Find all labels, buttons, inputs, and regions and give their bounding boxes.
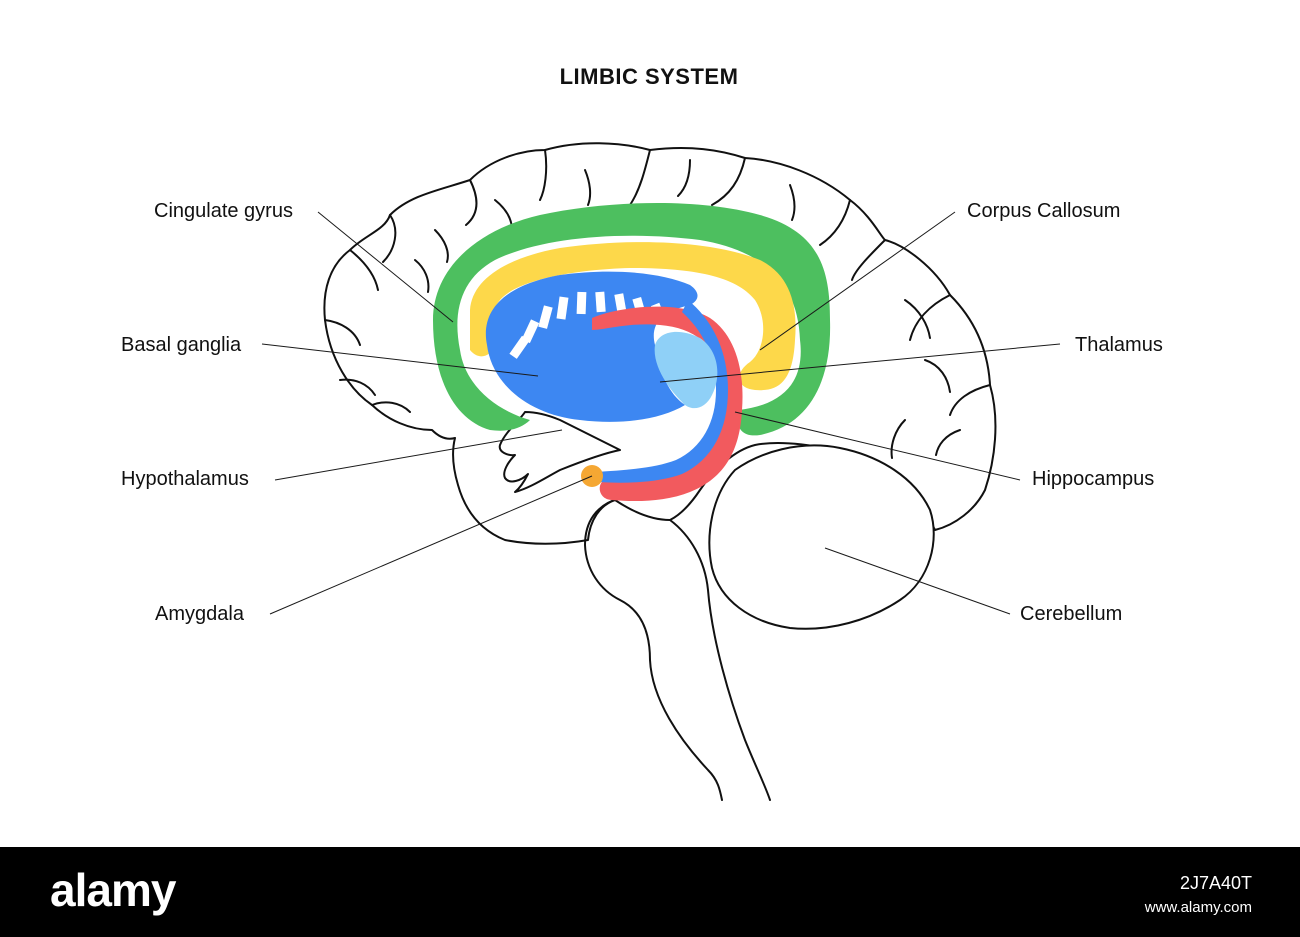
label-thalamus: Thalamus	[1075, 334, 1163, 356]
leader-amygdala	[269, 475, 593, 615]
leader-cerebellum	[824, 547, 1011, 615]
label-basal-ganglia: Basal ganglia	[121, 334, 242, 356]
watermark-bar: alamy 2J7A40T www.alamy.com	[0, 847, 1300, 937]
cerebellum-shape	[708, 444, 935, 630]
diagram-canvas: LIMBIC SYSTEM	[121, 64, 1163, 801]
thalamus-region	[654, 331, 718, 409]
leader-cingulate-gyrus	[317, 211, 454, 323]
leader-hippocampus	[734, 411, 1021, 481]
label-cingulate-gyrus: Cingulate gyrus	[154, 200, 293, 222]
leader-thalamus	[659, 343, 1061, 383]
leader-basal-ganglia	[261, 343, 539, 377]
limbic-system-diagram: LIMBIC SYSTEM	[121, 64, 1163, 801]
brainstem-outline	[584, 497, 771, 801]
label-hypothalamus: Hypothalamus	[121, 468, 249, 490]
label-amygdala: Amygdala	[155, 603, 245, 625]
gyri-lines	[324, 149, 991, 459]
leader-hypothalamus	[274, 429, 563, 481]
cingulate-gyrus-region	[433, 202, 831, 436]
corpus-callosum-region	[470, 242, 796, 391]
hypothalamus-stalk	[498, 411, 621, 493]
label-hippocampus: Hippocampus	[1032, 468, 1154, 490]
leader-lines	[261, 211, 1061, 615]
leader-corpus-callosum	[759, 211, 956, 351]
alamy-logo: alamy	[50, 864, 176, 916]
diagram-title: LIMBIC SYSTEM	[560, 64, 739, 89]
label-corpus-callosum: Corpus Callosum	[967, 200, 1120, 222]
label-cerebellum: Cerebellum	[1020, 603, 1122, 625]
image-id: 2J7A40T	[1179, 873, 1252, 893]
watermark-url: www.alamy.com	[1144, 899, 1252, 916]
